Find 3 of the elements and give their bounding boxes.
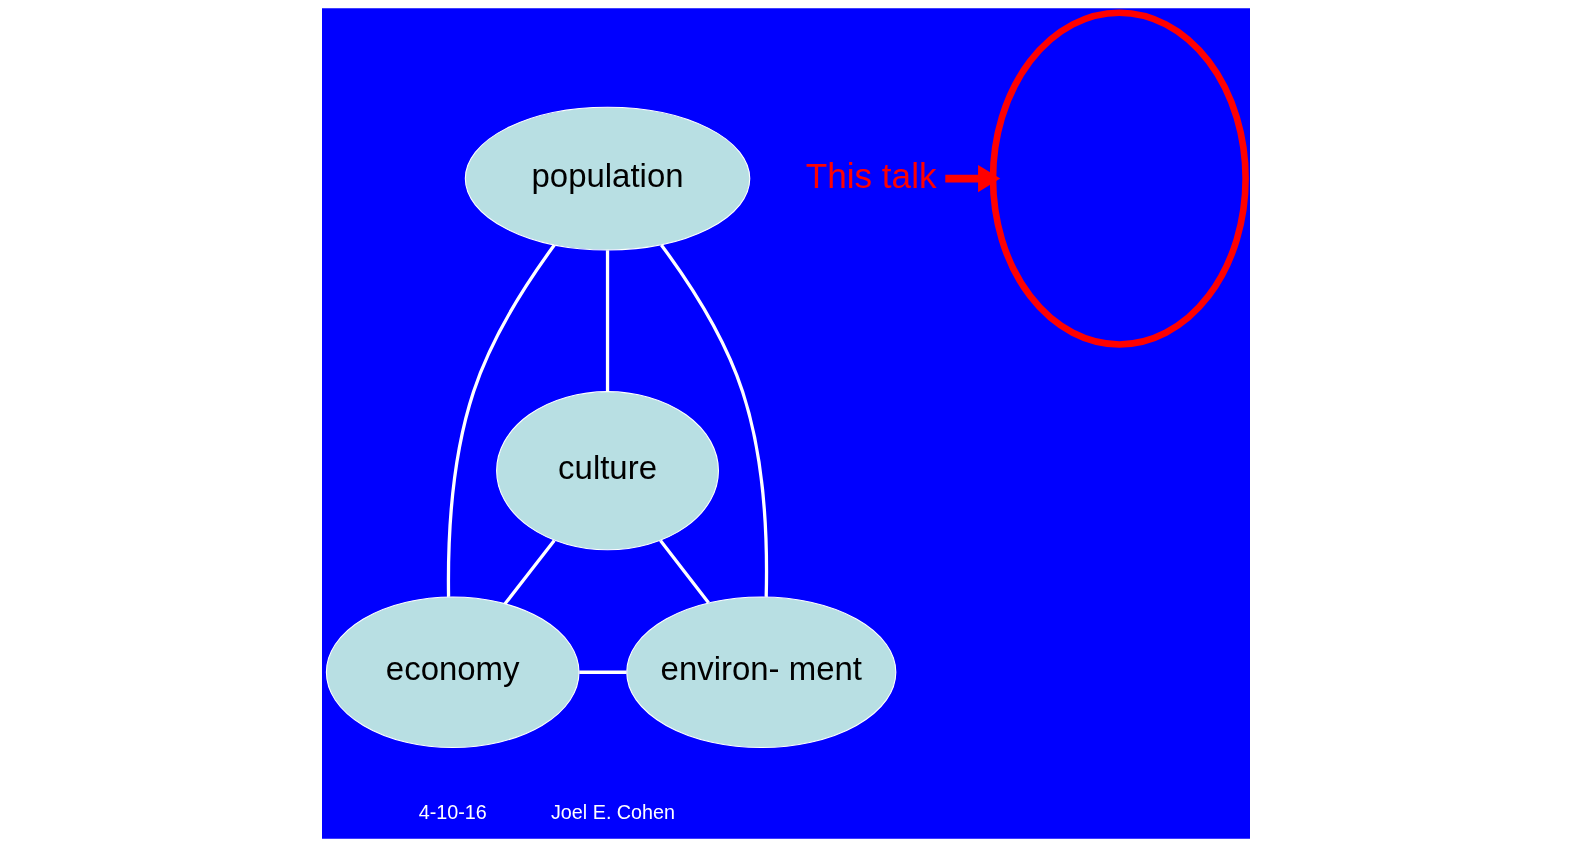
node-text: This talk [805,155,936,195]
label: Joel E. Cohen [550,801,675,824]
label: 4-10-16 [418,801,487,824]
